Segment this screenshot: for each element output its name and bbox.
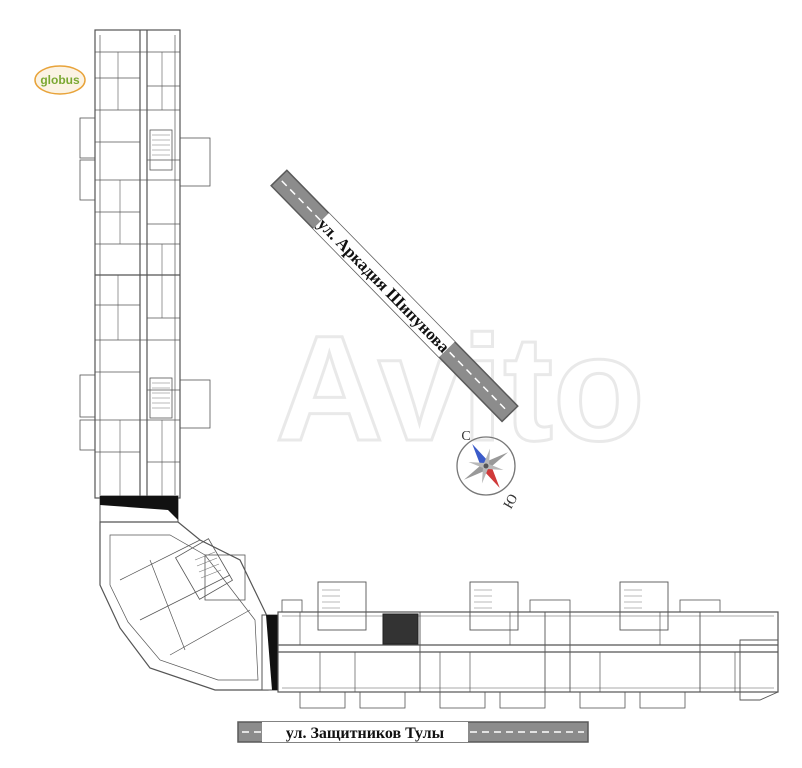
passage-vertical bbox=[99, 495, 179, 523]
road-label-zashchitnikov-tuly: ул. Защитников Тулы bbox=[286, 725, 445, 742]
compass-south-label: Ю bbox=[501, 492, 521, 512]
building-corner-section bbox=[99, 521, 269, 691]
logo: globus bbox=[34, 65, 86, 95]
corner-stair-hatching bbox=[194, 551, 222, 579]
compass-north-label: С bbox=[461, 429, 470, 444]
stair-hatching bbox=[152, 134, 170, 409]
road-zashchitnikov-tuly: ул. Защитников Тулы bbox=[237, 721, 589, 743]
horizontal-stair-hatching bbox=[322, 589, 642, 609]
building-vertical-wing bbox=[79, 29, 211, 499]
compass-rose: С Ю bbox=[456, 429, 521, 512]
watermark: Avito bbox=[275, 304, 644, 472]
svg-text:globus: globus bbox=[40, 73, 80, 87]
building-horizontal-wing bbox=[277, 581, 779, 709]
passage-horizontal bbox=[261, 614, 279, 691]
highlighted-unit[interactable] bbox=[382, 613, 419, 645]
